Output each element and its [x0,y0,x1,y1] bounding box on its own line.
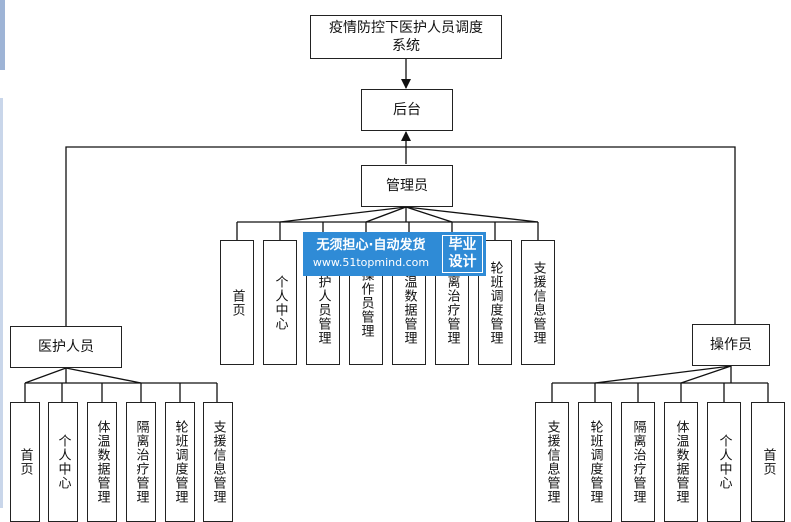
watermark-badge-line2: 设计 [448,254,477,270]
admin-child-label: 轮班调度管理 [487,260,503,345]
operator-label: 操作员 [710,337,752,353]
watermark-text: 无须担心·自动发货 www.51topmind.com [303,232,439,276]
medical-child-home: 首页 [10,402,40,522]
system-title-box: 疫情防控下医护人员调度 系统 [310,15,502,59]
watermark-url: www.51topmind.com [312,256,430,269]
medical-child-label: 体温数据管理 [94,420,110,504]
operator-child-home: 首页 [751,402,785,522]
watermark-badge: 毕业 设计 [442,235,483,273]
operator-child-label: 个人中心 [716,434,732,490]
operator-child-label: 隔离治疗管理 [630,420,646,504]
admin-child-label: 首页 [229,288,245,317]
operator-box: 操作员 [692,324,770,366]
left-edge-strip [0,0,5,70]
medical-child-isolation: 隔离治疗管理 [126,402,156,522]
admin-child-label: 支援信息管理 [530,260,546,345]
system-title-line2: 系统 [392,38,420,54]
admin-child-label: 体温数据管理 [401,260,417,345]
medical-staff-box: 医护人员 [10,326,122,368]
operator-child-label: 轮班调度管理 [587,420,603,504]
medical-child-label: 支援信息管理 [210,420,226,504]
admin-child-personal-center: 个人中心 [263,240,297,365]
watermark-slogan: 无须担心·自动发货 [316,238,426,253]
medical-child-shift: 轮班调度管理 [165,402,195,522]
operator-child-label: 首页 [760,448,776,476]
medical-child-personal-center: 个人中心 [48,402,78,522]
medical-staff-label: 医护人员 [38,339,94,355]
operator-child-label: 支援信息管理 [544,420,560,504]
medical-child-label: 轮班调度管理 [172,420,188,504]
medical-child-label: 隔离治疗管理 [133,420,149,504]
left-edge-strip-lower [0,98,3,508]
admin-child-label: 隔离治疗管理 [444,260,460,345]
admin-child-label: 操作员管理 [358,267,374,338]
operator-child-label: 体温数据管理 [673,420,689,504]
system-title-line1: 疫情防控下医护人员调度 [329,20,483,36]
watermark-banner: 无须担心·自动发货 www.51topmind.com 毕业 设计 [303,232,486,276]
operator-child-shift: 轮班调度管理 [578,402,612,522]
operator-child-isolation: 隔离治疗管理 [621,402,655,522]
backend-box: 后台 [361,89,453,131]
medical-child-label: 个人中心 [55,434,71,490]
admin-box: 管理员 [361,165,453,207]
medical-child-label: 首页 [17,448,33,476]
admin-child-support: 支援信息管理 [521,240,555,365]
admin-label: 管理员 [386,178,428,194]
medical-child-support: 支援信息管理 [203,402,233,522]
backend-label: 后台 [393,102,421,118]
connector-lines [24,59,769,402]
operator-child-support: 支援信息管理 [535,402,569,522]
operator-child-personal-center: 个人中心 [707,402,741,522]
medical-child-temperature: 体温数据管理 [87,402,117,522]
admin-child-label: 个人中心 [272,274,288,331]
operator-child-temperature: 体温数据管理 [664,402,698,522]
admin-child-home: 首页 [220,240,254,365]
admin-child-label: 医护人员管理 [315,260,331,345]
watermark-badge-line1: 毕业 [448,237,477,253]
